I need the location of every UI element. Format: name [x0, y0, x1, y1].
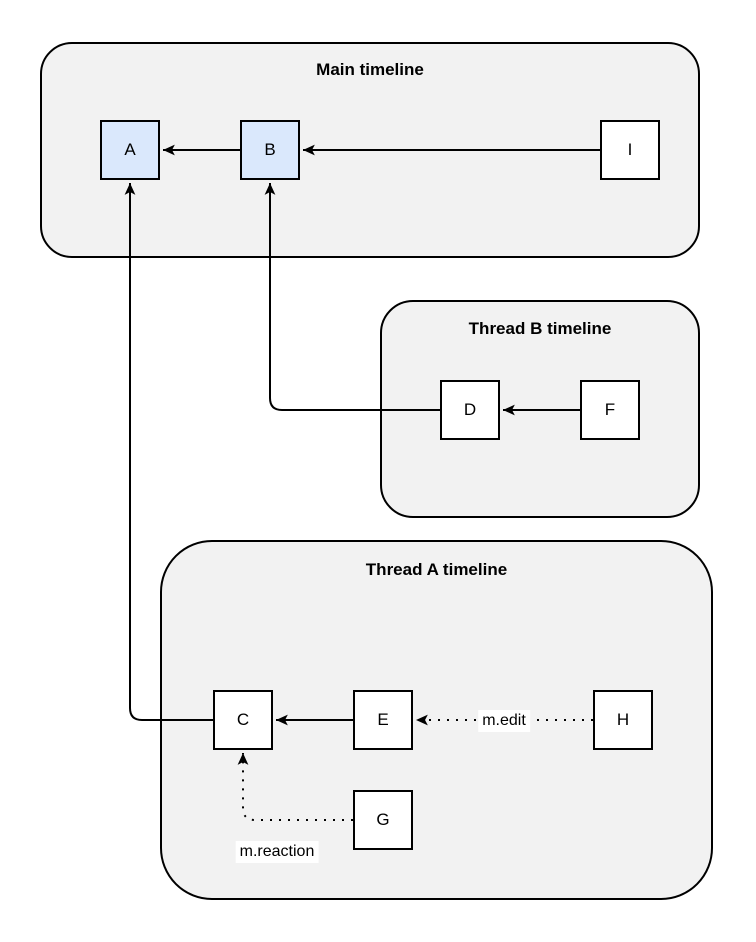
- container-title-thread-a-timeline: Thread A timeline: [365, 560, 508, 579]
- container-title-thread-b-timeline: Thread B timeline: [468, 319, 612, 338]
- container-thread-a-timeline: Thread A timeline: [160, 540, 713, 900]
- container-thread-b-timeline: Thread B timeline: [380, 300, 700, 518]
- container-title-main-timeline: Main timeline: [316, 60, 424, 79]
- container-main-timeline: Main timeline: [40, 42, 700, 258]
